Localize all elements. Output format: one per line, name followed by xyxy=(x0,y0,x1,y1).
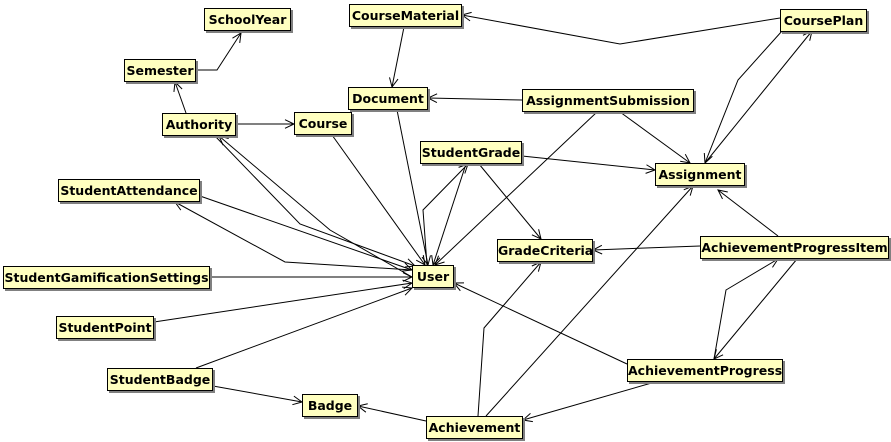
edge-achievementprogress-to-achievementprogressitem xyxy=(713,258,779,360)
node-document[interactable]: Document xyxy=(348,87,428,110)
arrowhead xyxy=(452,282,465,292)
node-course[interactable]: Course xyxy=(294,112,352,135)
node-courseplan[interactable]: CoursePlan xyxy=(780,9,867,32)
node-user[interactable]: User xyxy=(412,265,454,288)
arrowhead xyxy=(356,403,368,413)
arrowhead xyxy=(173,80,183,92)
edge-studentbadge-to-badge xyxy=(212,385,304,406)
edge-assignment-to-courseplan xyxy=(704,30,813,164)
arrowhead xyxy=(531,261,542,272)
edge-user-to-studentattendance xyxy=(173,201,413,271)
node-achievementprogressitem[interactable]: AchievementProgressItem xyxy=(700,236,889,259)
edge-achievementprogress-to-user xyxy=(452,282,628,365)
node-authority[interactable]: Authority xyxy=(162,113,236,136)
node-assignmentsubmission[interactable]: AssignmentSubmission xyxy=(522,89,694,112)
edge-achievement-to-assignment xyxy=(485,185,694,417)
edge-coursematerial-to-document xyxy=(389,26,405,89)
node-studentattendance[interactable]: StudentAttendance xyxy=(58,179,200,202)
node-studentbadge[interactable]: StudentBadge xyxy=(107,368,213,391)
edge-studentgamificationsettings-to-user xyxy=(210,272,414,282)
node-badge[interactable]: Badge xyxy=(302,394,358,417)
edge-achievement-to-badge xyxy=(356,403,427,422)
arrowhead xyxy=(401,286,414,296)
node-coursematerial[interactable]: CourseMaterial xyxy=(349,4,462,27)
node-schoolyear[interactable]: SchoolYear xyxy=(204,8,291,31)
edge-achievementprogressitem-to-achievementprogress xyxy=(713,258,798,360)
arrowhead xyxy=(232,32,242,43)
arrowhead xyxy=(521,412,533,423)
edge-user-to-authority xyxy=(218,135,413,278)
node-gradecriteria[interactable]: GradeCriteria xyxy=(497,239,593,262)
node-semester[interactable]: Semester xyxy=(124,59,196,82)
edge-semester-to-schoolyear xyxy=(196,32,242,71)
edge-studentgrade-to-assignment xyxy=(521,155,657,174)
arrowhead xyxy=(683,185,694,196)
arrowhead xyxy=(426,93,438,103)
node-studentgamificationsettings[interactable]: StudentGamificationSettings xyxy=(3,266,210,289)
edge-assignmentsubmission-to-assignment xyxy=(619,111,691,164)
node-achievement[interactable]: Achievement xyxy=(426,416,523,439)
node-assignment[interactable]: Assignment xyxy=(655,163,745,186)
edge-assignmentsubmission-to-document xyxy=(426,93,523,103)
edge-user-to-studentgrade xyxy=(422,163,469,266)
arrowhead xyxy=(460,11,472,22)
edge-course-to-user xyxy=(331,134,426,266)
arrowhead xyxy=(458,163,469,174)
edge-authority-to-user xyxy=(214,135,417,268)
edge-studentgrade-to-gradecriteria xyxy=(478,163,542,240)
edge-achievement-to-gradecriteria xyxy=(477,261,542,417)
edge-courseplan-to-assignment xyxy=(703,30,783,165)
edge-studentattendance-to-user xyxy=(199,195,414,272)
node-studentgrade[interactable]: StudentGrade xyxy=(420,141,522,164)
arrowhead xyxy=(218,135,229,146)
edge-studentbadge-to-user xyxy=(195,286,414,369)
edge-authority-to-course xyxy=(236,119,296,129)
arrowhead xyxy=(591,244,603,255)
node-achievementprogress[interactable]: AchievementProgress xyxy=(627,359,783,382)
edge-studentgrade-to-user xyxy=(431,163,467,267)
arrowhead xyxy=(767,258,779,268)
edge-courseplan-to-coursematerial xyxy=(460,11,781,45)
edge-achievementprogressitem-to-gradecriteria xyxy=(591,244,701,255)
arrowhead xyxy=(173,201,186,211)
edge-authority-to-semester xyxy=(173,80,187,114)
edge-achievementprogressitem-to-assignment xyxy=(717,189,779,237)
arrowhead xyxy=(717,189,728,200)
edge-achievementprogress-to-achievement xyxy=(521,381,656,423)
node-studentpoint[interactable]: StudentPoint xyxy=(56,316,154,339)
